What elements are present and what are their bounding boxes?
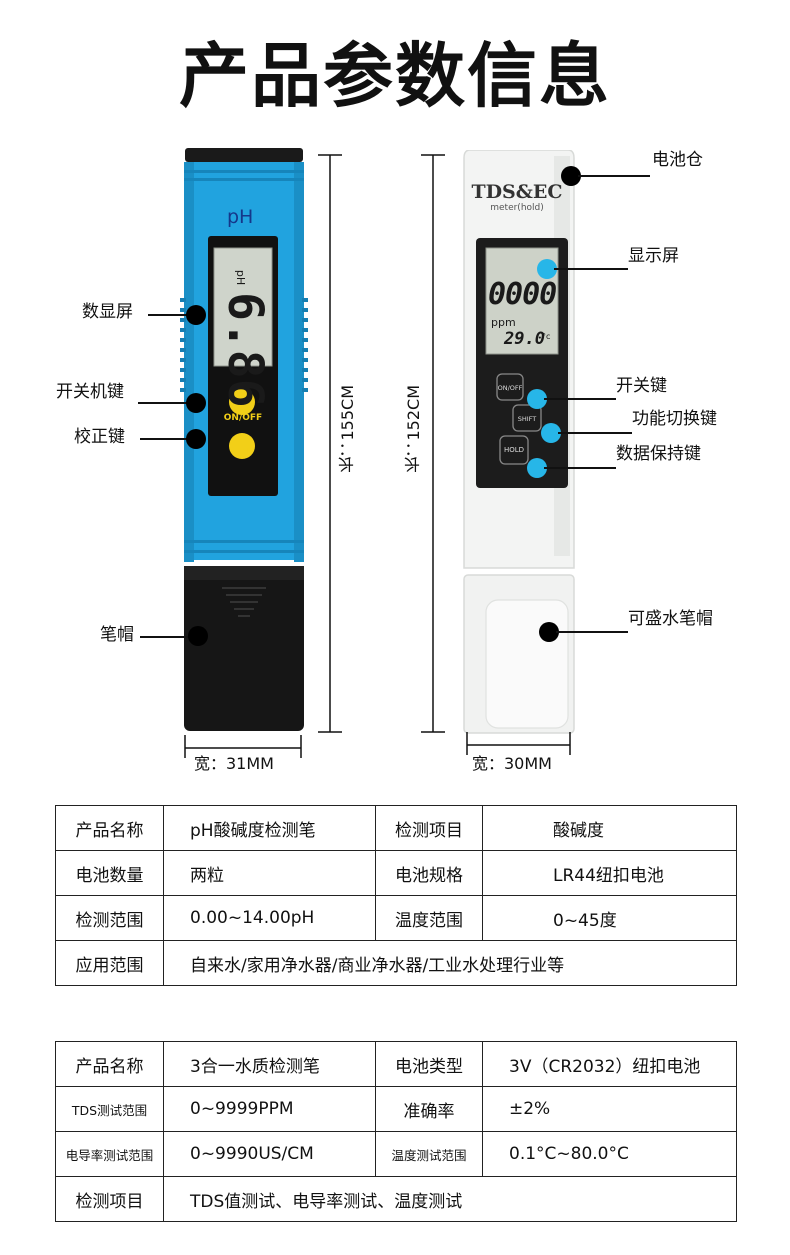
tds-callout-dot-hold xyxy=(527,458,547,478)
table-row: 电导率测试范围 0~9990US/CM 温度测试范围 0.1°C~80.0°C xyxy=(55,1131,737,1177)
table-cell: 检测范围 xyxy=(55,895,164,941)
table-cell: 检测项目 xyxy=(375,805,483,851)
table-cell: 自来水/家用净水器/商业净水器/工业水处理行业等 xyxy=(163,940,737,986)
table-cell: 准确率 xyxy=(375,1086,483,1132)
tds-callout-battery: 电池仓 xyxy=(652,150,703,170)
tds-callout-hold: 数据保持键 xyxy=(616,444,701,464)
table-row: 检测范围 0.00~14.00pH 温度范围 0~45度 xyxy=(55,895,737,941)
page-title: 产品参数信息 xyxy=(179,35,611,117)
tds-callout-line-display xyxy=(554,268,628,270)
tds-callout-dot-cap xyxy=(539,622,559,642)
table-cell: TDS测试范围 xyxy=(55,1086,164,1132)
ph-callout-line-display xyxy=(148,314,196,316)
ph-callout-line-power xyxy=(138,402,196,404)
tds-length-label: 长：152CM xyxy=(404,385,423,473)
ph-callout-dot-cap xyxy=(188,626,208,646)
table-cell: 温度范围 xyxy=(375,895,483,941)
ph-meter-illustration xyxy=(180,148,308,731)
table-row: 电池数量 两粒 电池规格 LR44纽扣电池 xyxy=(55,850,737,896)
table-cell: 0~9990US/CM xyxy=(163,1131,376,1177)
table-cell: 3V（CR2032）纽扣电池 xyxy=(482,1041,737,1087)
ph-callout-calibrate: 校正键 xyxy=(74,427,125,447)
table-cell: LR44纽扣电池 xyxy=(482,850,737,896)
tds-callout-line-power xyxy=(544,398,616,400)
tds-callout-dot-shift xyxy=(541,423,561,443)
table-cell: 电池类型 xyxy=(375,1041,483,1087)
ph-callout-power: 开关机键 xyxy=(56,382,124,402)
ph-callout-line-calibrate xyxy=(140,438,196,440)
ph-callout-dot-calibrate xyxy=(186,429,206,449)
ph-brand-label: pH xyxy=(227,206,254,228)
table-cell: 产品名称 xyxy=(55,805,164,851)
table-row: TDS测试范围 0~9999PPM 准确率 ±2% xyxy=(55,1086,737,1132)
table-cell: 3合一水质检测笔 xyxy=(163,1041,376,1087)
tds-display-unit: ppm xyxy=(491,316,516,329)
tds-sub-label: meter(hold) xyxy=(490,203,544,213)
ph-dimension-lines xyxy=(184,154,342,758)
tds-shift-label: SHIFT xyxy=(517,415,537,423)
tds-dimension-lines xyxy=(421,154,571,755)
ph-width-label: 宽：31MM xyxy=(194,754,274,773)
table-cell: 应用范围 xyxy=(55,940,164,986)
ph-callout-dot-power xyxy=(186,393,206,413)
table-cell: pH酸碱度检测笔 xyxy=(163,805,376,851)
ph-callout-display: 数显屏 xyxy=(82,302,133,322)
table-cell: TDS值测试、电导率测试、温度测试 xyxy=(163,1176,737,1222)
tds-callout-line-cap xyxy=(556,631,628,633)
tds-callout-line-hold xyxy=(544,467,616,469)
tds-meter-illustration xyxy=(463,150,575,734)
ph-cal-label: CAL xyxy=(233,447,253,457)
table-cell: 电池数量 xyxy=(55,850,164,896)
table-row: 应用范围 自来水/家用净水器/商业净水器/工业水处理行业等 xyxy=(55,940,737,986)
tds-callout-line-battery xyxy=(578,175,650,177)
ph-length-label: 长：155CM xyxy=(338,385,357,473)
tds-brand-label: TDS&EC xyxy=(471,181,563,203)
ph-onoff-label: ON/OFF xyxy=(223,413,263,423)
ph-spec-table: 产品名称 pH酸碱度检测笔 检测项目 酸碱度 电池数量 两粒 电池规格 LR44… xyxy=(55,805,737,986)
tds-onoff-label: ON/OFF xyxy=(497,384,523,392)
tds-display-value: 0000 xyxy=(488,277,557,312)
tds-callout-dot-battery xyxy=(561,166,581,186)
table-row: 产品名称 3合一水质检测笔 电池类型 3V（CR2032）纽扣电池 xyxy=(55,1041,737,1087)
tds-display-temp-unit: °c xyxy=(542,332,551,341)
tds-display-temp: 29.0 xyxy=(504,329,545,349)
table-cell: 0.00~14.00pH xyxy=(163,895,376,941)
ph-callout-dot-display xyxy=(186,305,206,325)
tds-callout-line-shift xyxy=(558,432,632,434)
tds-hold-label: HOLD xyxy=(503,446,525,454)
tds-width-label: 宽：30MM xyxy=(472,754,552,773)
ph-callout-cap: 笔帽 xyxy=(100,625,134,645)
table-cell: 0~9999PPM xyxy=(163,1086,376,1132)
table-row: 产品名称 pH酸碱度检测笔 检测项目 酸碱度 xyxy=(55,805,737,851)
table-cell: 两粒 xyxy=(163,850,376,896)
table-cell: 产品名称 xyxy=(55,1041,164,1087)
tds-callout-dot-power xyxy=(527,389,547,409)
table-cell: 0.1°C~80.0°C xyxy=(482,1131,737,1177)
table-cell: 电池规格 xyxy=(375,850,483,896)
ph-callout-line-cap xyxy=(140,636,196,638)
tds-callout-power: 开关键 xyxy=(616,376,667,396)
table-row: 检测项目 TDS值测试、电导率测试、温度测试 xyxy=(55,1176,737,1222)
table-cell: ±2% xyxy=(482,1086,737,1132)
tds-callout-display: 显示屏 xyxy=(628,246,679,266)
tds-callout-dot-display xyxy=(537,259,557,279)
table-cell: 0~45度 xyxy=(482,895,737,941)
tds-callout-cap: 可盛水笔帽 xyxy=(628,609,713,629)
table-cell: 温度测试范围 xyxy=(375,1131,483,1177)
tds-callout-shift: 功能切换键 xyxy=(632,409,717,429)
table-cell: 酸碱度 xyxy=(482,805,737,851)
tds-spec-table: 产品名称 3合一水质检测笔 电池类型 3V（CR2032）纽扣电池 TDS测试范… xyxy=(55,1041,737,1222)
table-cell: 电导率测试范围 xyxy=(55,1131,164,1177)
table-cell: 检测项目 xyxy=(55,1176,164,1222)
